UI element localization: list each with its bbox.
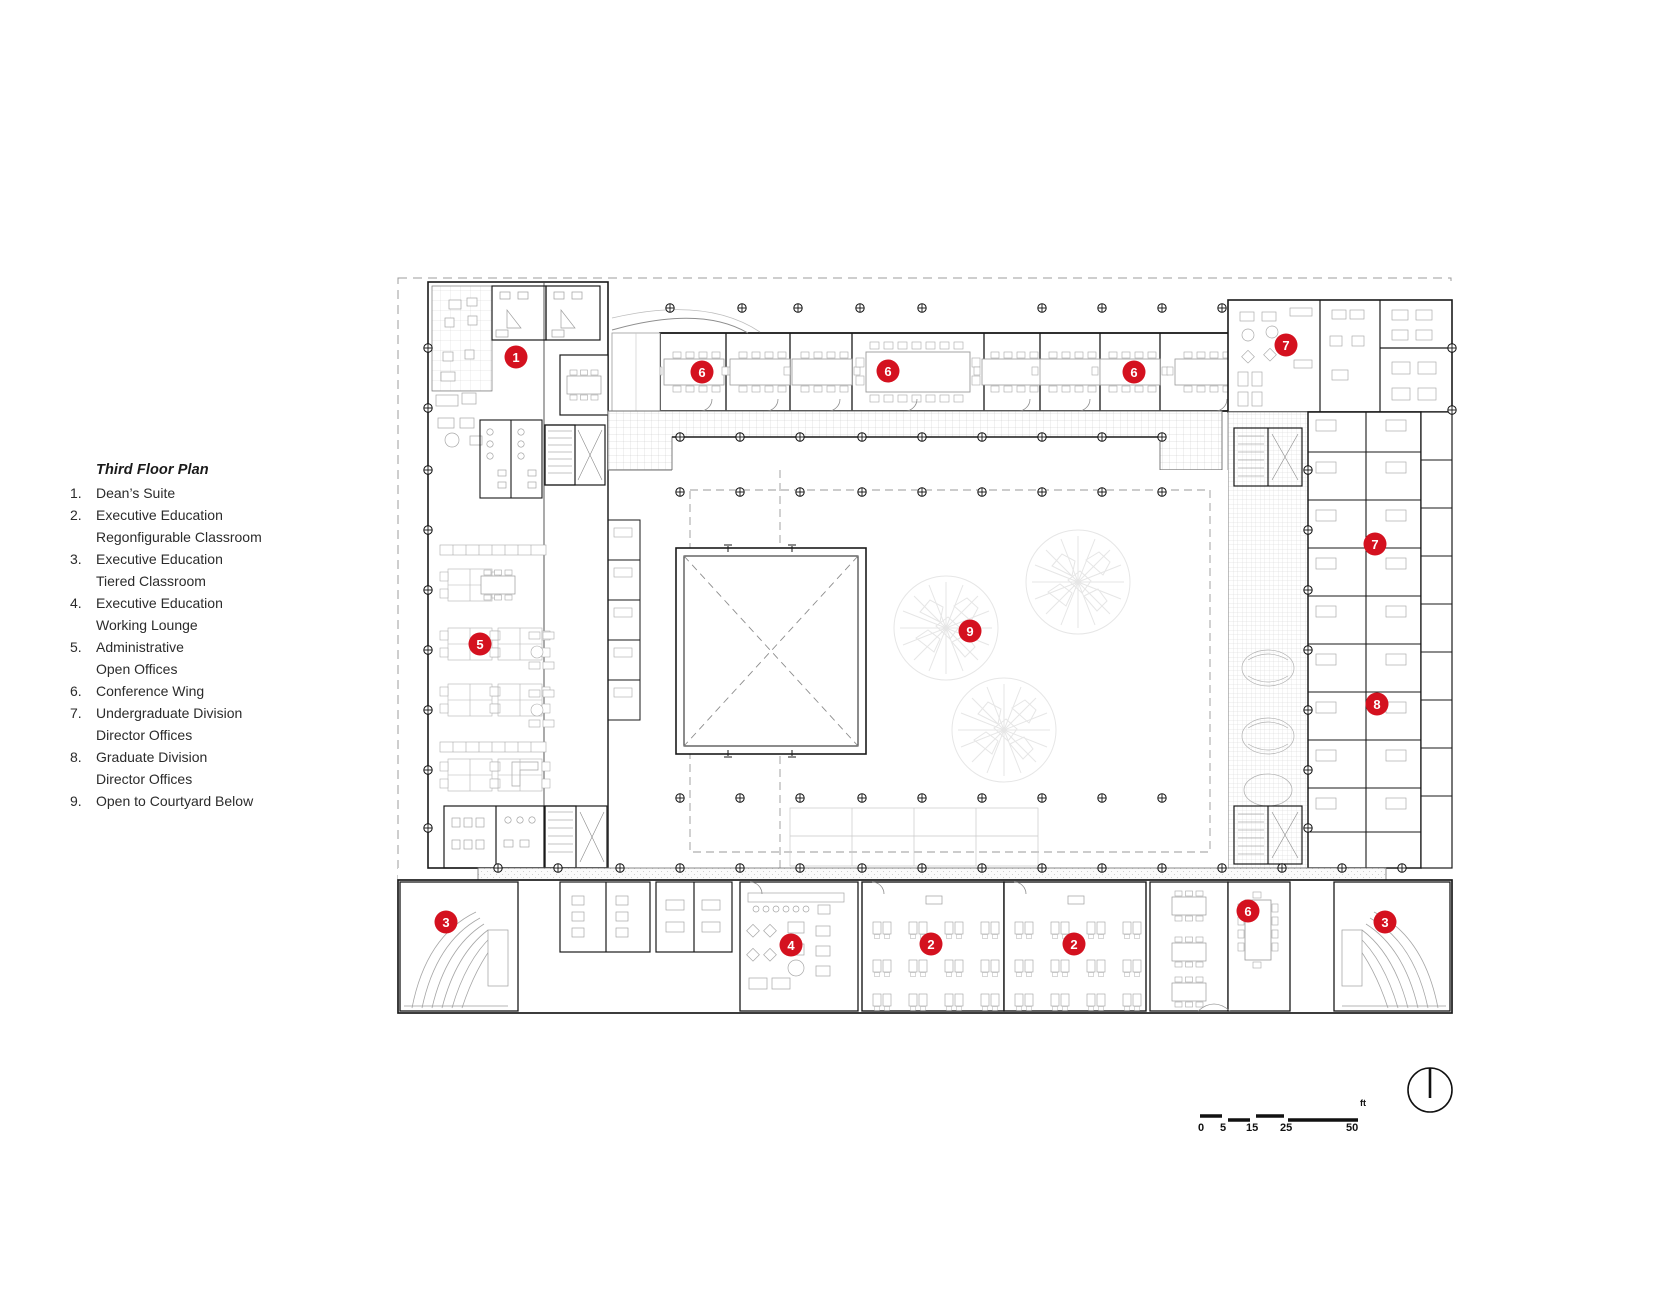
room-key-marker-label: 6 [1130, 365, 1137, 380]
legend-item-label-cont: Regonfigurable Classroom [96, 529, 262, 545]
skylight-structure [675, 544, 867, 758]
legend-item-number: 7. [70, 705, 82, 721]
scale-bar-unit: ft [1360, 1098, 1366, 1108]
room-key-marker-8: 8 [1365, 692, 1389, 716]
admin-open-offices [439, 544, 555, 792]
legend-item: 5. Administrative Open Offices [70, 636, 370, 680]
room-key-marker-2: 2 [1062, 932, 1086, 956]
legend-item: 7. Undergraduate Division Director Offic… [70, 702, 370, 746]
legend-item-label-cont: Working Lounge [96, 617, 198, 633]
room-key-marker-6: 6 [1122, 360, 1146, 384]
north-arrow [1407, 1067, 1453, 1113]
room-key-markers: 1 6 6 6 7 7 8 5 9 3 3 4 2 2 6 [434, 333, 1397, 957]
legend-item: 4. Executive Education Working Lounge [70, 592, 370, 636]
room-key-marker-label: 9 [966, 624, 973, 639]
legend-item-number: 5. [70, 639, 82, 655]
scale-tick-5: 5 [1220, 1122, 1227, 1134]
room-key-marker-9: 9 [958, 619, 982, 643]
legend-item: 1. Dean’s Suite [70, 482, 370, 504]
scale-bar-numbers: 0 5 15 25 50 [1198, 1122, 1388, 1136]
room-key-marker-label: 7 [1282, 338, 1289, 353]
legend-item-label: Administrative [96, 639, 184, 655]
legend-item-label: Conference Wing [96, 683, 205, 699]
legend-item-label: Graduate Division [96, 749, 208, 765]
south-wing [397, 867, 1453, 1014]
scale-bar-labels: ft 0 5 15 25 50 [1198, 1098, 1388, 1136]
legend-item-number: 3. [70, 551, 82, 567]
legend-item-label-cont: Director Offices [96, 727, 193, 743]
legend-item-label: Undergraduate Division [96, 705, 243, 721]
legend-list: 1. Dean’s Suite 2. Executive Education R… [70, 482, 370, 812]
tiered-classroom-west [399, 881, 519, 1012]
legend-item-label-cont: Tiered Classroom [96, 573, 206, 589]
room-key-marker-label: 2 [1070, 937, 1077, 952]
courtyard-open-below [672, 470, 1228, 868]
room-key-marker-6: 6 [690, 360, 714, 384]
room-key-marker-6: 6 [1236, 899, 1260, 923]
legend-item-number: 1. [70, 485, 82, 501]
room-key-marker-label: 4 [787, 938, 795, 953]
legend-item: 9. Open to Courtyard Below [70, 790, 370, 812]
room-key-marker-3: 3 [434, 910, 458, 934]
room-key-marker-1: 1 [504, 345, 528, 369]
legend-item-label-cont: Director Offices [96, 771, 193, 787]
legend-item-label: Dean’s Suite [96, 485, 176, 501]
room-key-marker-label: 3 [442, 915, 449, 930]
legend-item: 6. Conference Wing [70, 680, 370, 702]
tiered-classroom-east [1333, 881, 1451, 1012]
scale-bar [1200, 1114, 1358, 1122]
room-key-marker-label: 2 [927, 937, 934, 952]
room-key-marker-label: 5 [476, 637, 483, 652]
scale-tick-50: 50 [1346, 1122, 1359, 1134]
conference-wing [611, 309, 1251, 412]
legend-item-label: Executive Education [96, 507, 223, 523]
legend-item-number: 8. [70, 749, 82, 765]
scale-tick-0: 0 [1198, 1122, 1205, 1134]
room-key-marker-7: 7 [1363, 532, 1387, 556]
legend-title: Third Floor Plan [96, 462, 209, 478]
room-key-marker-6: 6 [876, 359, 900, 383]
room-key-marker-label: 6 [698, 365, 705, 380]
room-key-marker-5: 5 [468, 632, 492, 656]
reconfigurable-classrooms [861, 881, 1147, 1012]
legend-item-number: 9. [70, 793, 82, 809]
room-key-marker-4: 4 [779, 933, 803, 957]
legend-item-label-cont: Open Offices [96, 661, 178, 677]
legend-item-number: 6. [70, 683, 82, 699]
south-conference [1149, 881, 1291, 1012]
legend-item: 3. Executive Education Tiered Classroom [70, 548, 370, 592]
legend-item: 2. Executive Education Regonfigurable Cl… [70, 504, 370, 548]
west-wing [427, 281, 641, 869]
room-key-marker-label: 6 [1244, 904, 1251, 919]
legend-item-label: Executive Education [96, 595, 223, 611]
scale-bar-unit-row: ft [1198, 1098, 1388, 1122]
room-key-marker-label: 8 [1373, 697, 1380, 712]
room-key-marker-3: 3 [1373, 910, 1397, 934]
legend-item: 8. Graduate Division Director Offices [70, 746, 370, 790]
room-key-marker-label: 7 [1371, 537, 1378, 552]
legend-item-number: 4. [70, 595, 82, 611]
east-wing [1179, 299, 1453, 869]
room-key-marker-label: 6 [884, 364, 891, 379]
legend-item-label: Executive Education [96, 551, 223, 567]
legend-block: Third Floor Plan 1. Dean’s Suite 2. Exec… [70, 462, 370, 812]
room-key-marker-2: 2 [919, 932, 943, 956]
legend-item-label: Open to Courtyard Below [96, 793, 254, 809]
room-key-marker-7: 7 [1274, 333, 1298, 357]
room-key-marker-label: 1 [512, 350, 519, 365]
scale-tick-25: 25 [1280, 1122, 1293, 1134]
legend-item-number: 2. [70, 507, 82, 523]
scale-tick-15: 15 [1246, 1122, 1259, 1134]
room-key-marker-label: 3 [1381, 915, 1388, 930]
